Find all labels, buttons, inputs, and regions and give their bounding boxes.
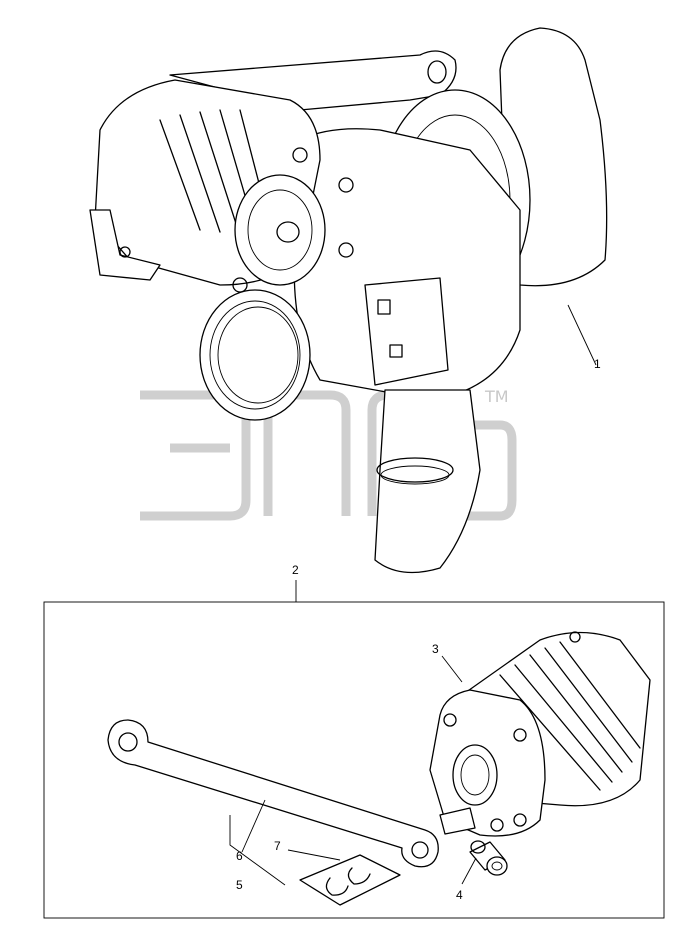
callout-1: 1 xyxy=(594,357,601,371)
strut-brace xyxy=(107,719,439,868)
leader-bracket-5-6 xyxy=(229,815,286,886)
leader-line-6 xyxy=(241,799,266,853)
leader-line-7 xyxy=(287,849,341,861)
clip-set xyxy=(299,854,401,906)
leader-line-3 xyxy=(441,655,463,683)
callout-7: 7 xyxy=(274,839,281,853)
leader-line-4 xyxy=(461,857,477,885)
supercharger-unit xyxy=(429,631,651,837)
kit-frame xyxy=(43,601,665,919)
main-supercharger-assembly xyxy=(89,27,608,574)
callout-3: 3 xyxy=(432,642,439,656)
callout-4: 4 xyxy=(456,888,463,902)
callout-2: 2 xyxy=(292,563,299,577)
callout-5: 5 xyxy=(236,878,243,892)
watermark-trademark: TM xyxy=(484,387,509,406)
leader-line-1 xyxy=(567,304,597,366)
callout-6: 6 xyxy=(236,849,243,863)
bolt xyxy=(469,840,508,876)
